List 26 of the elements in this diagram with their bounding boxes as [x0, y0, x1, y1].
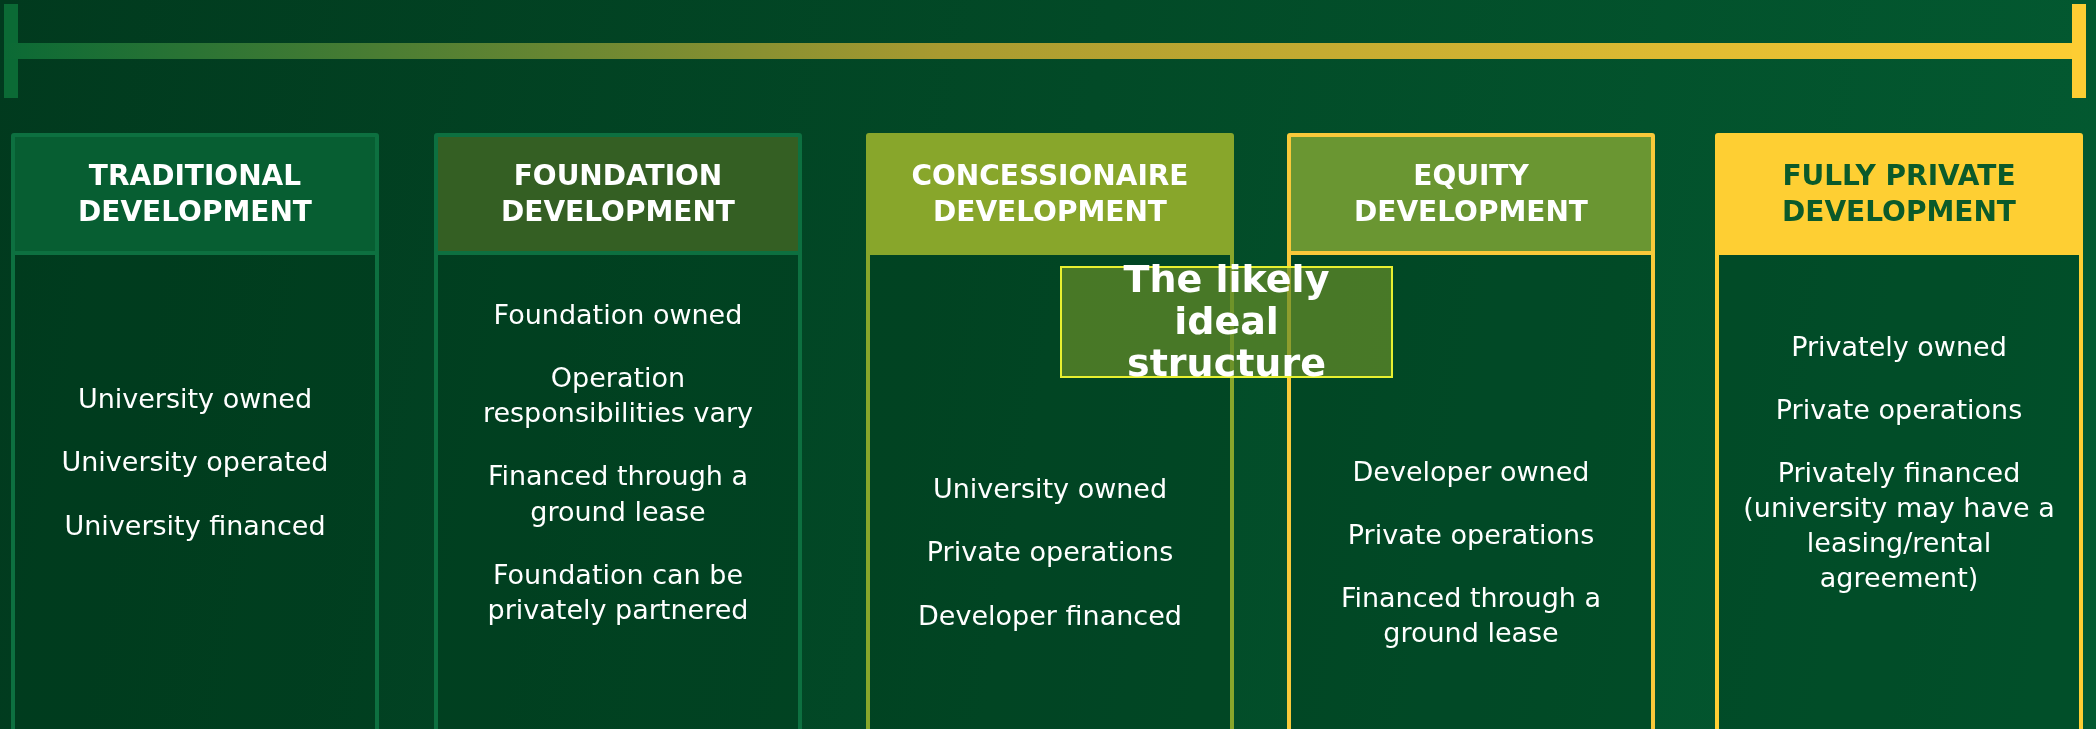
feature-text: Private operations	[1347, 517, 1595, 552]
feature-text: Financed through a ground lease	[486, 459, 750, 529]
header-title: FOUNDATION DEVELOPMENT	[500, 157, 736, 230]
feature-text: Foundation owned	[493, 298, 743, 333]
feature-text: Private operations	[1775, 392, 2023, 427]
column-panel	[434, 133, 802, 729]
feature-text: Developer owned	[1352, 454, 1590, 489]
feature-text: Operation responsibilities vary	[481, 361, 755, 431]
feature-text: University financed	[64, 508, 326, 543]
feature-text: University owned	[77, 382, 313, 417]
callout-text: The likely ideal structure	[1122, 259, 1331, 385]
feature-text: Private operations	[926, 535, 1174, 570]
column-panel	[1715, 133, 2083, 729]
feature-text: Developer financed	[918, 598, 1182, 633]
feature-text: Foundation can be privately partnered	[486, 557, 750, 627]
header-title: FULLY PRIVATE DEVELOPMENT	[1781, 157, 2017, 230]
header-title: TRADITIONAL DEVELOPMENT	[77, 157, 313, 230]
feature-text: Privately owned	[1791, 329, 2007, 364]
feature-text: Financed through a ground lease	[1339, 581, 1603, 651]
callout-box	[1060, 266, 1393, 378]
feature-text: University owned	[932, 472, 1168, 507]
header-title: CONCESSIONAIRE DEVELOPMENT	[910, 157, 1190, 230]
column-panel	[11, 133, 379, 729]
feature-text: Privately financed (university may have a leasing/rental agreement)	[1742, 455, 2056, 596]
header-title: EQUITY DEVELOPMENT	[1353, 157, 1589, 230]
feature-text: University operated	[61, 445, 329, 480]
